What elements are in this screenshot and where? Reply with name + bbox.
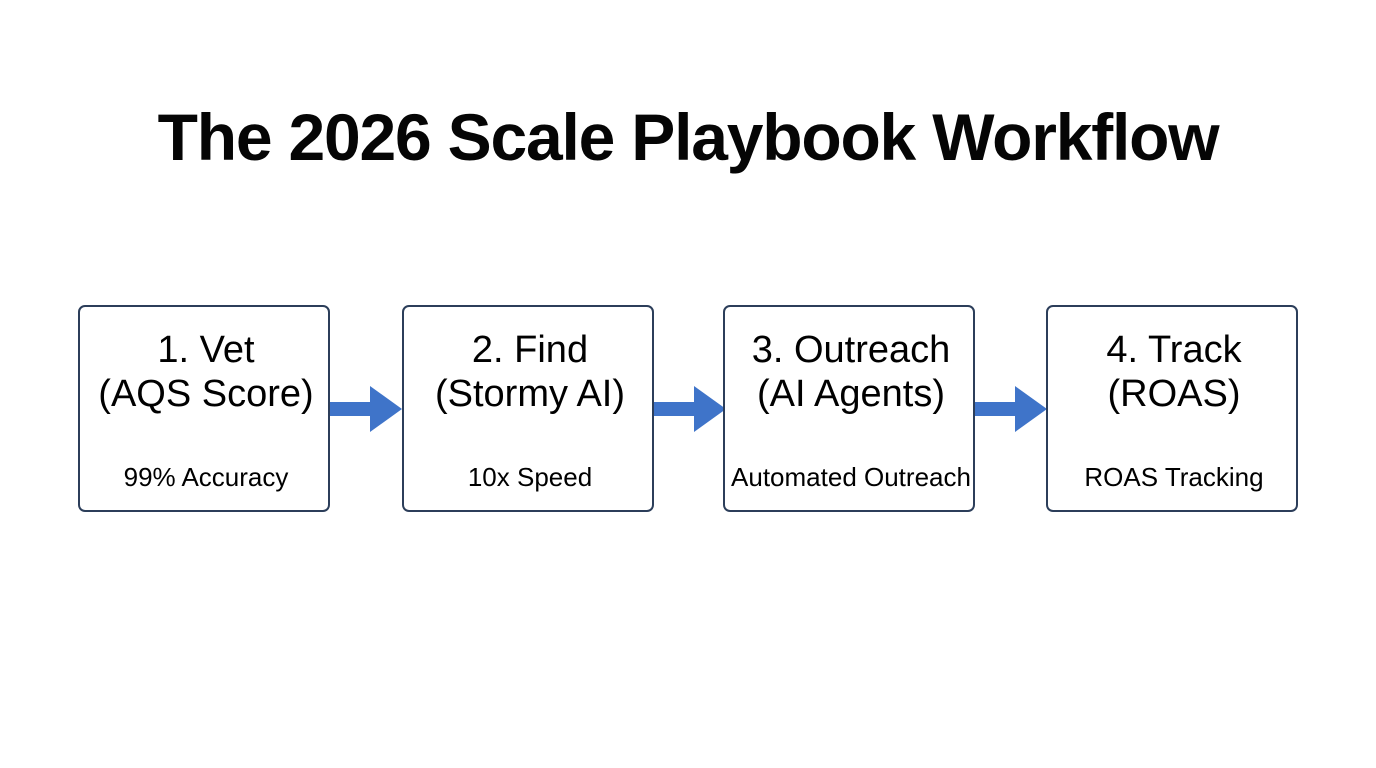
- right-arrow-icon: [330, 386, 402, 432]
- workflow-step-1[interactable]: 1. Vet (AQS Score) 99% Accuracy: [78, 305, 330, 512]
- step-2-heading: 2. Find (Stormy AI): [390, 328, 670, 416]
- step-1-sublabel: 99% Accuracy: [123, 462, 289, 492]
- step-3-sublabel: Automated Outreach: [731, 462, 971, 492]
- step-4-heading: 4. Track (ROAS): [1034, 328, 1314, 416]
- page-title: The 2026 Scale Playbook Workflow: [157, 100, 1220, 174]
- workflow-step-3[interactable]: 3. Outreach (AI Agents) Automated Outrea…: [723, 305, 975, 512]
- step-4-sublabel: ROAS Tracking: [1084, 462, 1264, 492]
- right-arrow-icon: [975, 386, 1047, 432]
- step-4-heading-line-1: 4. Track: [1106, 329, 1242, 371]
- right-arrow-icon: [654, 386, 726, 432]
- step-2-heading-line-1: 2. Find: [471, 329, 589, 371]
- step-4-heading-line-2: (ROAS): [1107, 373, 1241, 415]
- step-1-heading-line-2: (AQS Score): [98, 373, 314, 415]
- workflow-step-4[interactable]: 4. Track (ROAS) ROAS Tracking: [1046, 305, 1298, 512]
- step-2-heading-line-2: (Stormy AI): [434, 373, 626, 415]
- step-1-heading-line-1: 1. Vet: [157, 329, 255, 371]
- step-2-sublabel: 10x Speed: [467, 462, 593, 492]
- step-1-heading: 1. Vet (AQS Score): [66, 328, 346, 416]
- step-3-heading-line-2: (AI Agents): [757, 373, 945, 415]
- step-3-heading-line-1: 3. Outreach: [751, 329, 951, 371]
- workflow-diagram: 1. Vet (AQS Score) 99% Accuracy 2. Find …: [78, 305, 1298, 512]
- step-3-heading: 3. Outreach (AI Agents): [711, 328, 991, 416]
- workflow-step-2[interactable]: 2. Find (Stormy AI) 10x Speed: [402, 305, 654, 512]
